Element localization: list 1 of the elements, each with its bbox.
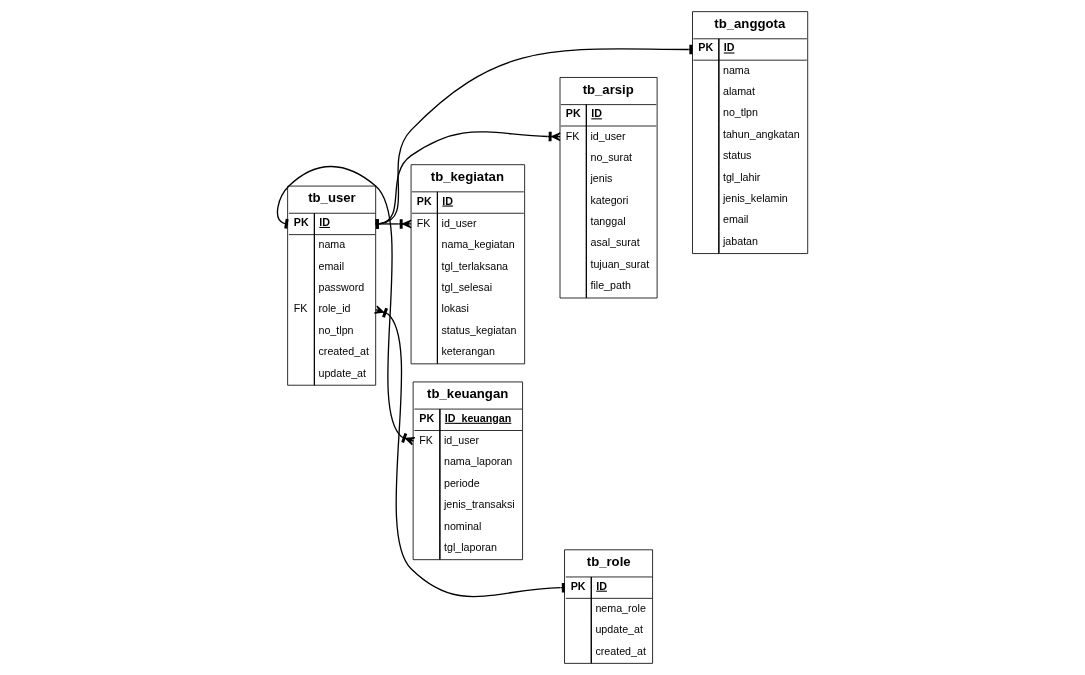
connector: [276, 165, 416, 446]
